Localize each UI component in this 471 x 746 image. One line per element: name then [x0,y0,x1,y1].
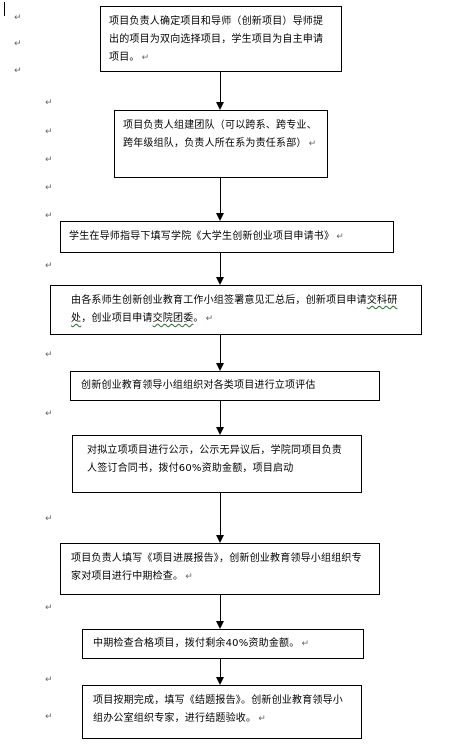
flow-step-2-text: 项目负责人组建团队（可以跨系、跨专业、跨年级组队，负责人所在系为责任系部） [123,120,317,149]
paragraph-mark: ↵ [45,155,53,165]
arrow-head [216,102,224,110]
paragraph-mark: ↵ [205,314,214,324]
flow-step-6: 对拟立项项目进行公示，公示无异议后，学院同项目负责人签订合同书，拨付60%资助金… [72,435,362,493]
arrow-head [216,213,224,221]
arrow-shaft [220,595,221,621]
flow-step-8-text: 中期检查合格项目，拨付剩余40%资助金额。 [93,638,300,649]
paragraph-mark: ↵ [45,127,53,137]
paragraph-mark: ↵ [45,603,53,613]
paragraph-mark: ↵ [45,514,53,524]
flow-step-9: 项目按期完成，填写《结题报告》。创新创业教育领导小组办公室组织专家，进行结题验收… [82,685,362,739]
arrow-shaft [220,178,221,213]
flow-step-3-text: 学生在导师指导下填写学院《大学生创新创业项目申请书》 [69,231,335,242]
arrow-shaft [220,253,221,277]
paragraph-mark: ↵ [141,53,150,63]
arrow-head [216,427,224,435]
text-cursor [4,2,5,16]
arrow-shaft [220,493,221,535]
flow-step-6-text: 对拟立项项目进行公示，公示无异议后，学院同项目负责人签订合同书，拨付60%资助金… [87,445,342,474]
paragraph-mark: ↵ [45,712,53,722]
paragraph-mark: ↵ [301,639,310,649]
arrow-shaft [220,659,221,677]
paragraph-mark: ↵ [45,409,53,419]
flow-step-9-text: 项目按期完成，填写《结题报告》。创新创业教育领导小组办公室组织专家，进行结题验收… [93,695,343,724]
paragraph-mark: ↵ [185,572,193,582]
paragraph-mark: ↵ [308,139,317,149]
paragraph-mark: ↵ [45,261,53,271]
paragraph-mark: ↵ [45,98,53,108]
paragraph-mark: ↵ [14,66,22,76]
flow-step-4-text-d: 交院团委 [152,313,194,324]
flow-step-4-text-c: ，创业项目申请 [81,313,153,324]
flow-step-4: 由各系师生创新创业教育工作小组签署意见汇总后，创新项目申请交科研处，创业项目申请… [50,285,422,335]
paragraph-mark: ↵ [45,211,53,221]
flow-step-7-text: 项目负责人填写《项目进展报告》，创新创业教育领导小组组织专家对项目进行中期检查。 [71,553,362,582]
arrow-shaft [220,401,221,427]
paragraph-mark: ↵ [45,350,53,360]
flow-step-5: 创新创业教育领导小组组织对各类项目进行立项评估 [70,371,380,401]
arrow-head [216,621,224,629]
arrow-head [216,677,224,685]
flow-step-4-text-b: 交科研处 [71,295,398,324]
arrow-head [216,363,224,371]
flow-step-5-text: 创新创业教育领导小组组织对各类项目进行立项评估 [81,380,316,391]
flow-step-4-text-e: 。 [193,313,204,324]
paragraph-mark: ↵ [336,232,344,242]
flow-step-3: 学生在导师指导下填写学院《大学生创新创业项目申请书》↵ [60,221,394,253]
flow-step-4-text-a: 由各系师生创新创业教育工作小组签署意见汇总后，创新项目申请 [71,295,367,306]
paragraph-mark: ↵ [14,39,22,49]
arrow-head [216,535,224,543]
flow-step-8: 中期检查合格项目，拨付剩余40%资助金额。↵ [82,629,364,659]
paragraph-mark: ↵ [14,13,22,23]
paragraph-mark: ↵ [45,183,53,193]
flow-step-2: 项目负责人组建团队（可以跨系、跨专业、跨年级组队，负责人所在系为责任系部）↵ [114,110,328,178]
arrow-shaft [220,335,221,363]
flow-step-1-text: 项目负责人确定项目和导师（创新项目）导师提出的项目为双向选择项目，学生项目为自主… [109,16,324,63]
arrow-head [216,277,224,285]
flow-step-7: 项目负责人填写《项目进展报告》，创新创业教育领导小组组织专家对项目进行中期检查。… [60,543,380,595]
flow-step-1: 项目负责人确定项目和导师（创新项目）导师提出的项目为双向选择项目，学生项目为自主… [100,6,342,72]
paragraph-mark: ↵ [258,714,266,724]
paragraph-mark: ↵ [45,675,53,685]
arrow-shaft [220,72,221,102]
